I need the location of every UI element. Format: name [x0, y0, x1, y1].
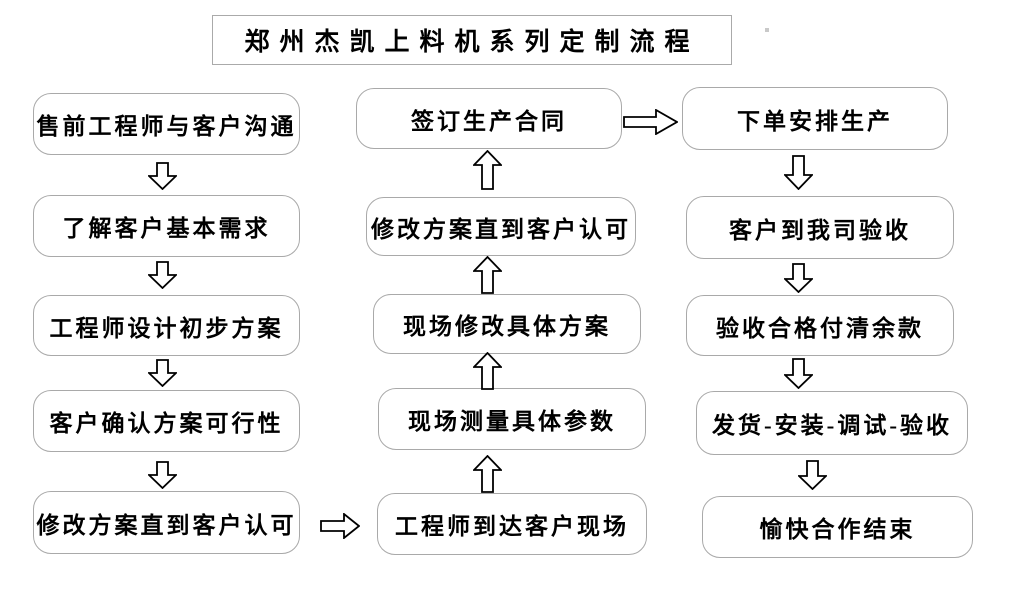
down-arrow-icon	[796, 460, 829, 491]
down-arrow-icon	[782, 263, 815, 294]
up-arrow-icon	[471, 149, 504, 190]
page-title: 郑州杰凯上料机系列定制流程	[212, 15, 732, 65]
flow-step-revise-until-approved-1: 修改方案直到客户认可	[33, 491, 300, 554]
flow-step-presale-communication: 售前工程师与客户沟通	[33, 93, 300, 155]
up-arrow-icon	[471, 351, 504, 390]
stray-dot	[765, 28, 769, 32]
flow-step-ship-install-debug-accept: 发货-安装-调试-验收	[696, 391, 968, 455]
down-arrow-icon	[146, 261, 179, 290]
flow-step-engineer-arrives-site: 工程师到达客户现场	[377, 493, 647, 555]
flow-step-pay-balance: 验收合格付清余款	[686, 295, 954, 356]
flow-step-customer-acceptance: 客户到我司验收	[686, 196, 954, 259]
flow-step-revise-until-approved-2: 修改方案直到客户认可	[366, 197, 636, 256]
flow-step-sign-contract: 签订生产合同	[356, 88, 622, 149]
down-arrow-icon	[146, 461, 179, 490]
down-arrow-icon	[146, 162, 179, 191]
flow-step-understand-needs: 了解客户基本需求	[33, 195, 300, 257]
flow-step-initial-design: 工程师设计初步方案	[33, 295, 300, 356]
flow-step-happy-cooperation-end: 愉快合作结束	[702, 496, 973, 558]
down-arrow-icon	[782, 155, 815, 191]
flow-step-onsite-modify-plan: 现场修改具体方案	[373, 294, 641, 354]
down-arrow-icon	[146, 359, 179, 388]
up-arrow-icon	[471, 255, 504, 294]
right-arrow-icon	[623, 108, 679, 136]
down-arrow-icon	[782, 358, 815, 390]
flow-step-confirm-feasibility: 客户确认方案可行性	[33, 390, 300, 452]
flow-step-place-order: 下单安排生产	[682, 87, 948, 150]
up-arrow-icon	[471, 454, 504, 493]
flow-step-onsite-measure-params: 现场测量具体参数	[378, 388, 646, 450]
right-arrow-icon	[320, 512, 361, 540]
